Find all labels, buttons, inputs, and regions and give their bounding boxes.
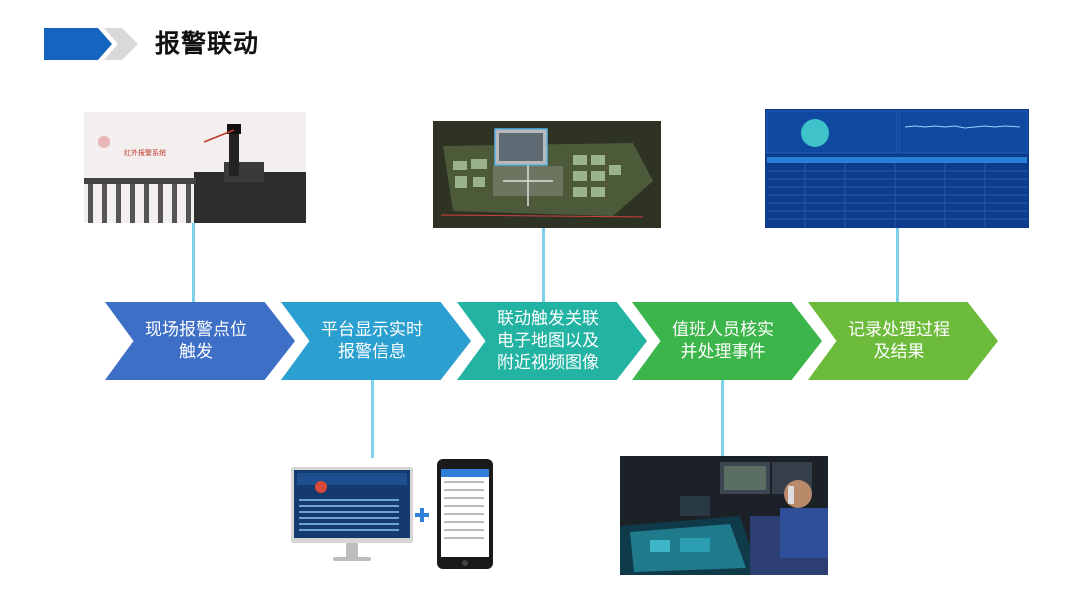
step-chevron-2: 平台显示实时 报警信息	[281, 302, 471, 380]
monitor-and-phone-image	[291, 457, 497, 572]
sensor-sign-text: 红外报警系统	[124, 149, 166, 157]
header-arrow-decoration	[44, 28, 112, 60]
operator-photo	[620, 456, 828, 575]
page-title: 报警联动	[155, 29, 260, 58]
step-chevron-1: 现场报警点位 触发	[105, 302, 295, 380]
header-arrow-shadow	[104, 28, 138, 60]
step-chevron-4: 值班人员核实 并处理事件	[632, 302, 822, 380]
records-dashboard-image	[765, 109, 1029, 228]
connector-line-1	[192, 222, 195, 304]
step-5-label: 记录处理过程 及结果	[848, 320, 950, 362]
electronic-map-image	[433, 121, 661, 228]
connector-line-4	[721, 378, 724, 456]
step-3-label: 联动触发关联 电子地图以及 附近视频图像	[497, 309, 599, 373]
connector-line-2	[371, 378, 374, 458]
step-2-label: 平台显示实时 报警信息	[321, 320, 423, 362]
step-1-label: 现场报警点位 触发	[145, 320, 247, 362]
connector-line-3	[542, 228, 545, 304]
connector-line-5	[896, 228, 899, 304]
sensor-photo: 红外报警系统	[84, 112, 306, 223]
step-chevron-3: 联动触发关联 电子地图以及 附近视频图像	[457, 302, 647, 380]
step-4-label: 值班人员核实 并处理事件	[672, 320, 774, 362]
step-chevron-5: 记录处理过程 及结果	[808, 302, 998, 380]
